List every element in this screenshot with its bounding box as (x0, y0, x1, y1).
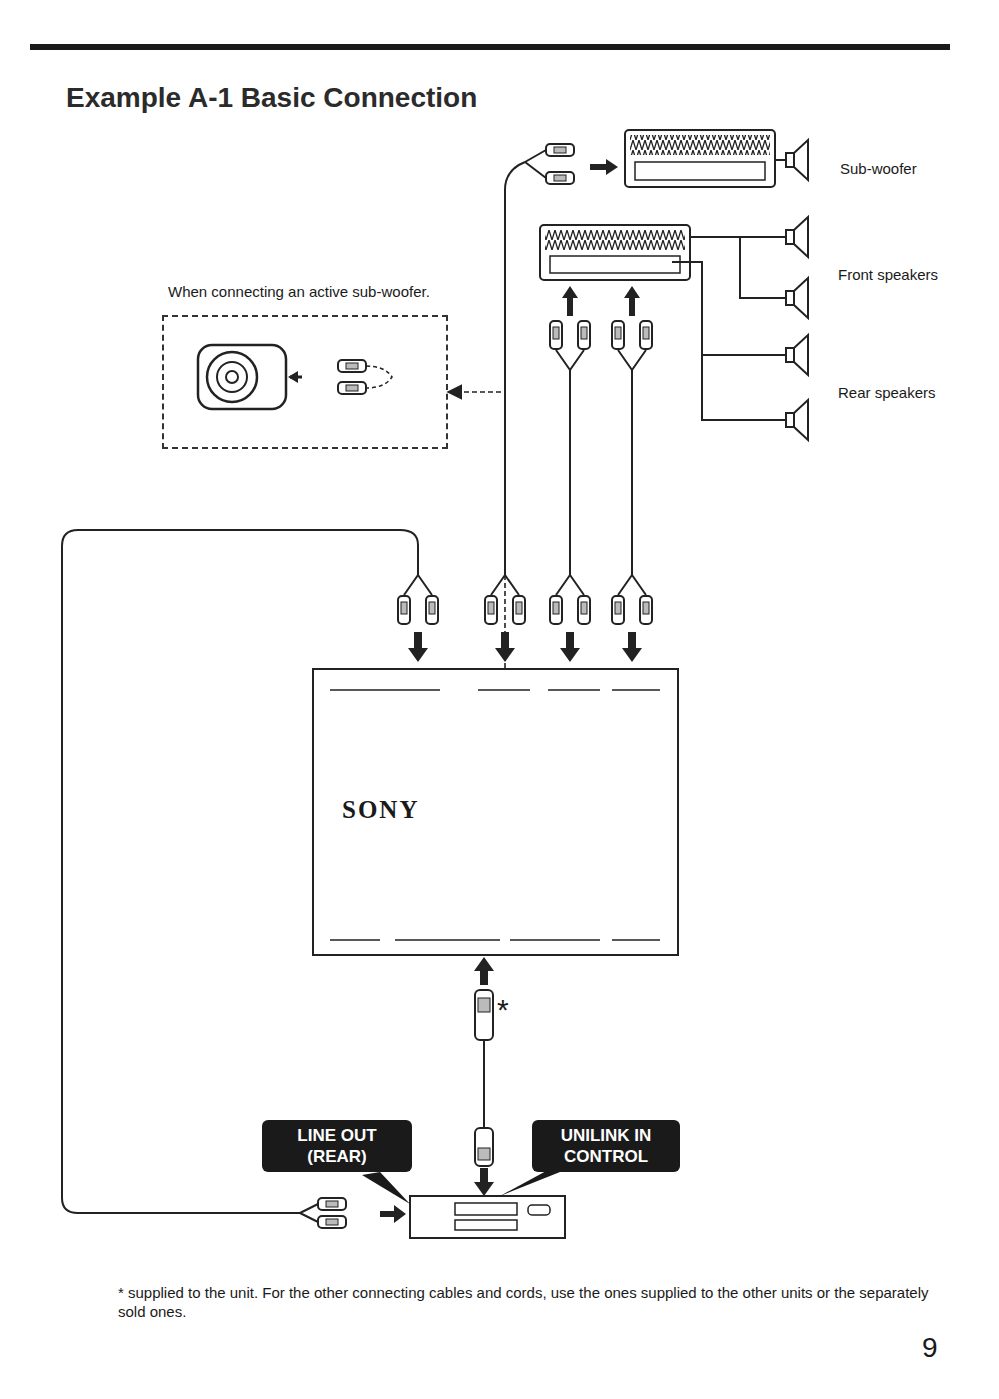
footnote: * supplied to the unit. For the other co… (118, 1283, 948, 1321)
processor-unit: SONY (312, 668, 679, 956)
node-text: SONY (342, 796, 419, 824)
page-number: 9 (922, 1332, 938, 1364)
speaker-label: Sub-woofer (840, 160, 917, 177)
speaker-label: Front speakers (838, 266, 938, 283)
speaker-label: Rear speakers (838, 384, 936, 401)
callout-box: UNILINK IN CONTROL (532, 1120, 680, 1172)
page-title: Example A-1 Basic Connection (66, 82, 477, 114)
node-text: UNILINK IN CONTROL (540, 1125, 672, 1167)
footnote-mark: * (497, 995, 509, 1025)
node-text: When connecting an active sub-woofer. (168, 283, 430, 300)
dashed-region: When connecting an active sub-woofer. (162, 315, 448, 449)
cable-connector (448, 392, 505, 668)
callout-box: LINE OUT (REAR) (262, 1120, 412, 1172)
node-text: LINE OUT (REAR) (270, 1125, 404, 1167)
